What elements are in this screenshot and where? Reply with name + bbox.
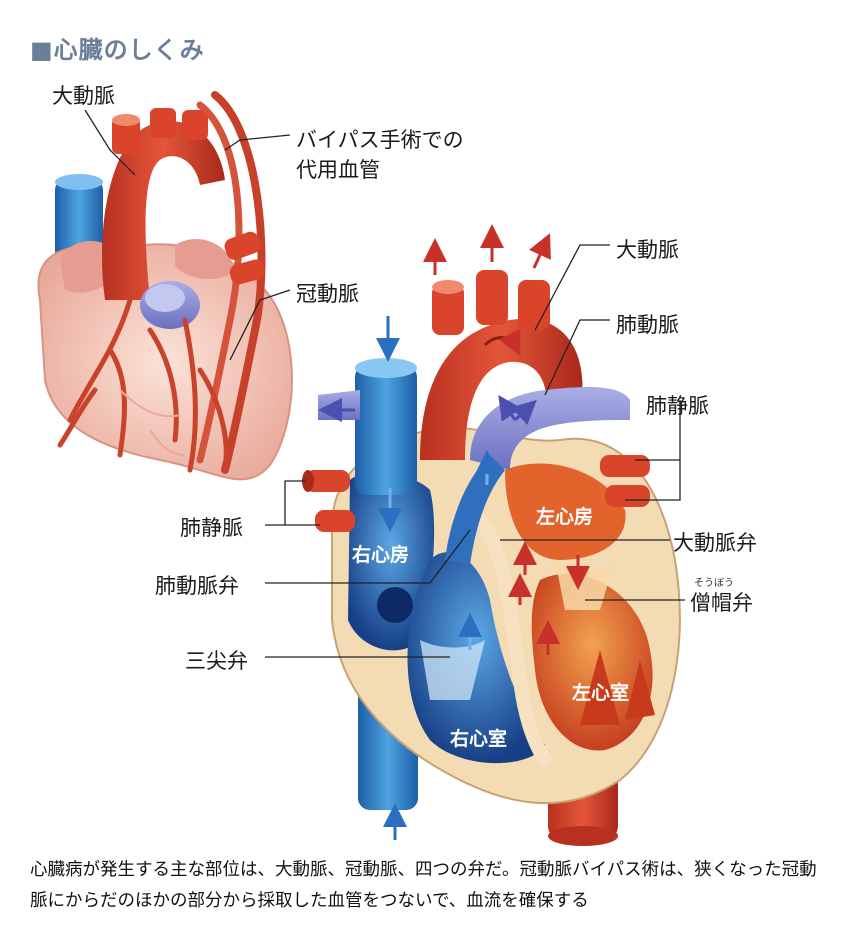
label-bypass-line2: 代用血管 xyxy=(296,154,380,184)
external-heart-illustration xyxy=(38,95,291,479)
page-title: ■心臓のしくみ xyxy=(30,30,205,65)
label-aorta: 大動脈 xyxy=(616,234,679,264)
label-coronary: 冠動脈 xyxy=(296,278,359,308)
label-pulmonary-vein-right: 肺静脈 xyxy=(646,390,709,420)
label-right-ventricle: 右心室 xyxy=(450,724,507,751)
label-pulmonary-artery: 肺動脈 xyxy=(616,309,679,339)
label-aortic-valve: 大動脈弁 xyxy=(673,527,757,557)
label-tricuspid-valve: 三尖弁 xyxy=(185,645,248,675)
label-mitral-valve: 僧帽弁 xyxy=(690,587,753,617)
label-pulmonary-valve: 肺動脈弁 xyxy=(155,570,239,600)
label-right-atrium: 右心房 xyxy=(352,540,409,567)
label-left-ventricle: 左心室 xyxy=(572,678,629,705)
label-aorta-small: 大動脈 xyxy=(52,80,115,110)
label-bypass-line1: バイパス手術での xyxy=(296,124,464,154)
label-left-atrium: 左心房 xyxy=(536,502,593,529)
caption-text: 心臓病が発生する主な部位は、大動脈、冠動脈、四つの弁だ。冠動脈バイパス術は、狭く… xyxy=(30,855,830,917)
label-pulmonary-vein-left: 肺静脈 xyxy=(180,512,243,542)
